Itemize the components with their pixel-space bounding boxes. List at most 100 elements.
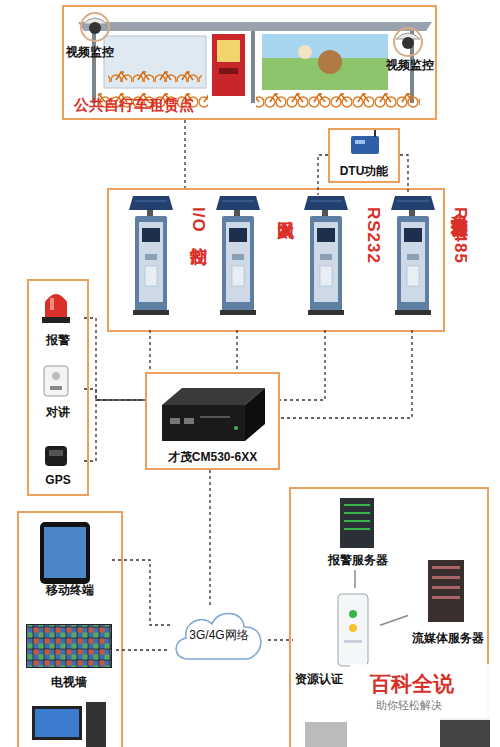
node-label: 才茂CM530-6XX [168,450,257,465]
bike-station-illustration [78,22,432,31]
bike-station-illustration [298,45,312,59]
watermark: 百科全说 [370,670,454,698]
server-rack-icon [344,504,370,506]
tablet-icon [40,522,90,584]
camera-label: 视频监控 [66,44,114,61]
server-rack-icon [344,520,370,522]
terminal-node: 电视墙 [22,618,116,692]
server-node: 流媒体服务器 [408,555,488,648]
router-device-illustration [184,418,194,424]
kiosk-illustration [304,196,348,315]
router-box: 才茂CM530-6XX [145,372,280,470]
port-label: I/O控制 [188,207,208,235]
connector [209,470,210,605]
kiosk-illustration [391,196,435,315]
bike-station-illustration [108,64,202,82]
server-rack-icon [432,576,460,579]
kiosk-illustration [129,196,173,315]
pc-icon [32,702,106,747]
server-rack-icon [340,498,374,548]
alarm-beacon-icon [45,294,67,318]
camera-icon [402,37,414,49]
kiosk-illustration [129,196,435,315]
bike-station-illustration [219,68,238,74]
camera-icon [89,22,101,34]
pc-icon [32,706,82,740]
connector [380,616,408,626]
gps-icon [49,450,63,456]
node-label: 对讲 [46,405,70,420]
connector [268,639,293,640]
camera-icon [81,13,109,41]
node-label: 流媒体服务器 [412,631,484,646]
group-outline [18,512,122,747]
connector [354,570,356,588]
tablet-icon [44,527,86,578]
dtu-icon [351,136,379,154]
terminal-node: 移动终端 [28,520,112,600]
router-device-illustration [245,388,265,441]
device-node: 对讲 [32,356,84,422]
server-partial-icon [305,718,490,747]
camera-icon [394,28,422,56]
node-label: 报警服务器 [328,553,388,568]
group-outline [28,280,88,495]
bike-station-illustration [78,22,432,108]
server-rack-icon [428,560,464,622]
intercom-icon [52,372,60,380]
tablet-icon [40,522,90,584]
server-partial-icon [305,722,347,747]
device-node: GPS [32,432,84,490]
router-device-illustration [234,426,238,430]
server-node: 资源认证 [293,588,380,693]
connector [84,389,145,400]
server-rack-icon [432,596,460,599]
pc-icon [35,709,79,737]
router-device-illustration [200,416,230,418]
kiosk-node: RS485 [380,195,444,330]
server-rack-icon [432,586,460,589]
node-label: 移动终端 [46,583,94,598]
node-label: GPS [45,473,70,488]
tv-wall-icon [27,625,111,667]
kiosk-node: I/O控制 [118,195,182,330]
node-label: 报警 [46,333,70,348]
connector [84,400,145,461]
tv-wall-icon [26,624,112,668]
port-label: 以太网 [275,207,295,210]
cloud-outline [176,613,261,659]
connector [112,560,170,625]
port-label: RS485 [450,207,470,264]
intercom-icon [44,366,68,396]
watermark: 助你轻松解决 [376,698,442,713]
server-rack-icon [344,528,370,530]
server-rack-icon [432,566,460,569]
port-label: RS232 [363,207,383,264]
connector [236,330,237,372]
dtu-icon [355,140,365,144]
camera-icon [394,28,422,56]
kiosk-node: 以太网 [205,195,269,330]
camera-label: 视频监控 [386,57,434,74]
router-device-illustration [170,418,180,424]
network-cloud: 3G/4G网络 [170,605,268,665]
connector [149,330,150,372]
kiosk-illustration [216,196,260,315]
bike-station-illustration [251,31,255,103]
auth-device-icon [349,610,357,618]
manager-group-box: 租赁点管理器I/O控制以太网RS232RS485 [107,188,445,332]
gps-icon [45,446,67,466]
node-label: 资源认证 [295,672,343,687]
device-node: 报警 [32,286,84,350]
auth-device-icon [338,594,368,666]
gps-icon [45,446,67,466]
auth-device-icon [344,640,362,643]
alarm-beacon-icon [42,294,70,323]
auth-device-icon [338,594,368,666]
server-rack-icon [344,512,370,514]
bike-station-illustration [256,86,420,108]
server-node: 报警服务器 [318,495,398,570]
server-rack-icon [428,560,464,622]
connector [116,649,170,650]
